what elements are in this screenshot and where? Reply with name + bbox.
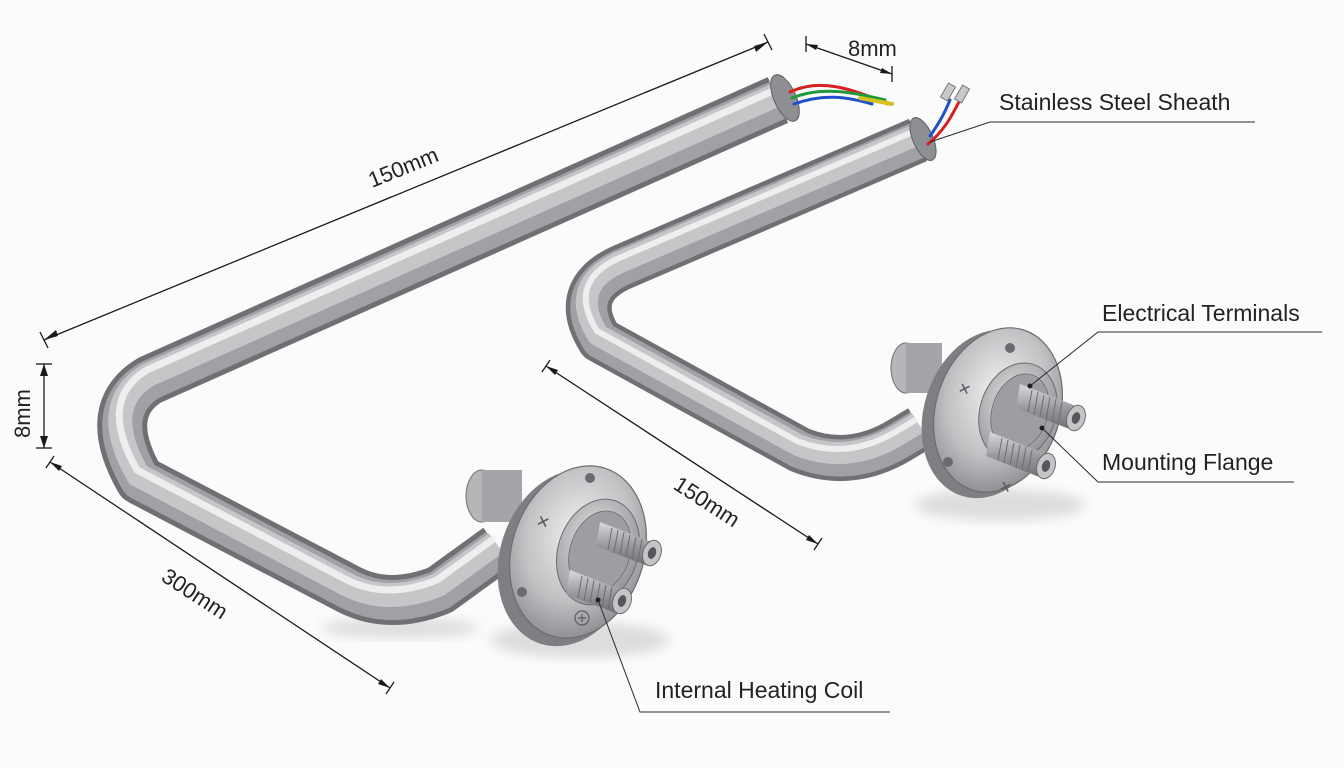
- terminal-stud-upper: [596, 522, 662, 567]
- callout-label-sheath: Stainless Steel Sheath: [999, 89, 1230, 115]
- outer-flange-assembly: ✕: [465, 465, 662, 647]
- dim-label-tube-diameter: 8mm: [10, 389, 35, 438]
- dimension-top-length: 150mm: [39, 33, 773, 349]
- terminal-stud-lower: [566, 570, 632, 615]
- dim-label-top-length: 150mm: [365, 142, 442, 193]
- flange-bolt-hole: [517, 587, 527, 597]
- outer-tube: [97, 74, 800, 625]
- flange-stamp-mark: ✕: [997, 477, 1015, 498]
- flange-screw-icon: [574, 610, 590, 626]
- dim-label-inner-length: 150mm: [669, 471, 744, 532]
- dimension-wire-length: 8mm: [805, 36, 897, 82]
- dim-label-wire-length: 8mm: [848, 36, 897, 61]
- flange-stamp-mark: ✕: [956, 379, 974, 400]
- callout-terminals: Electrical Terminals: [1027, 300, 1322, 389]
- terminal-stud-upper: [1016, 384, 1086, 432]
- flange-bolt-hole: [943, 457, 953, 467]
- inner-tube: [565, 117, 937, 481]
- callout-flange: Mounting Flange: [1039, 425, 1294, 483]
- outer-lead-wires: [788, 83, 894, 106]
- dim-label-bottom-length: 300mm: [157, 563, 232, 624]
- callout-label-coil: Internal Heating Coil: [655, 677, 863, 703]
- callout-sheath: Stainless Steel Sheath: [929, 89, 1255, 143]
- wire-connector-2: [953, 84, 971, 104]
- inner-lead-wires: [926, 82, 971, 146]
- inner-flange-assembly: ✕ ✕: [890, 327, 1086, 499]
- terminal-stud-lower: [986, 432, 1056, 480]
- outer-tube-end-cap: [770, 74, 800, 122]
- callout-label-flange: Mounting Flange: [1102, 449, 1273, 475]
- callout-label-terminals: Electrical Terminals: [1102, 300, 1300, 326]
- flange-bolt-hole: [585, 473, 595, 483]
- flange-stamp-mark: ✕: [534, 511, 553, 533]
- callout-coil: Internal Heating Coil: [595, 597, 890, 713]
- dimension-tube-diameter: 8mm: [10, 363, 52, 449]
- flange-bolt-hole: [1005, 343, 1015, 353]
- wire-connector-1: [939, 82, 957, 102]
